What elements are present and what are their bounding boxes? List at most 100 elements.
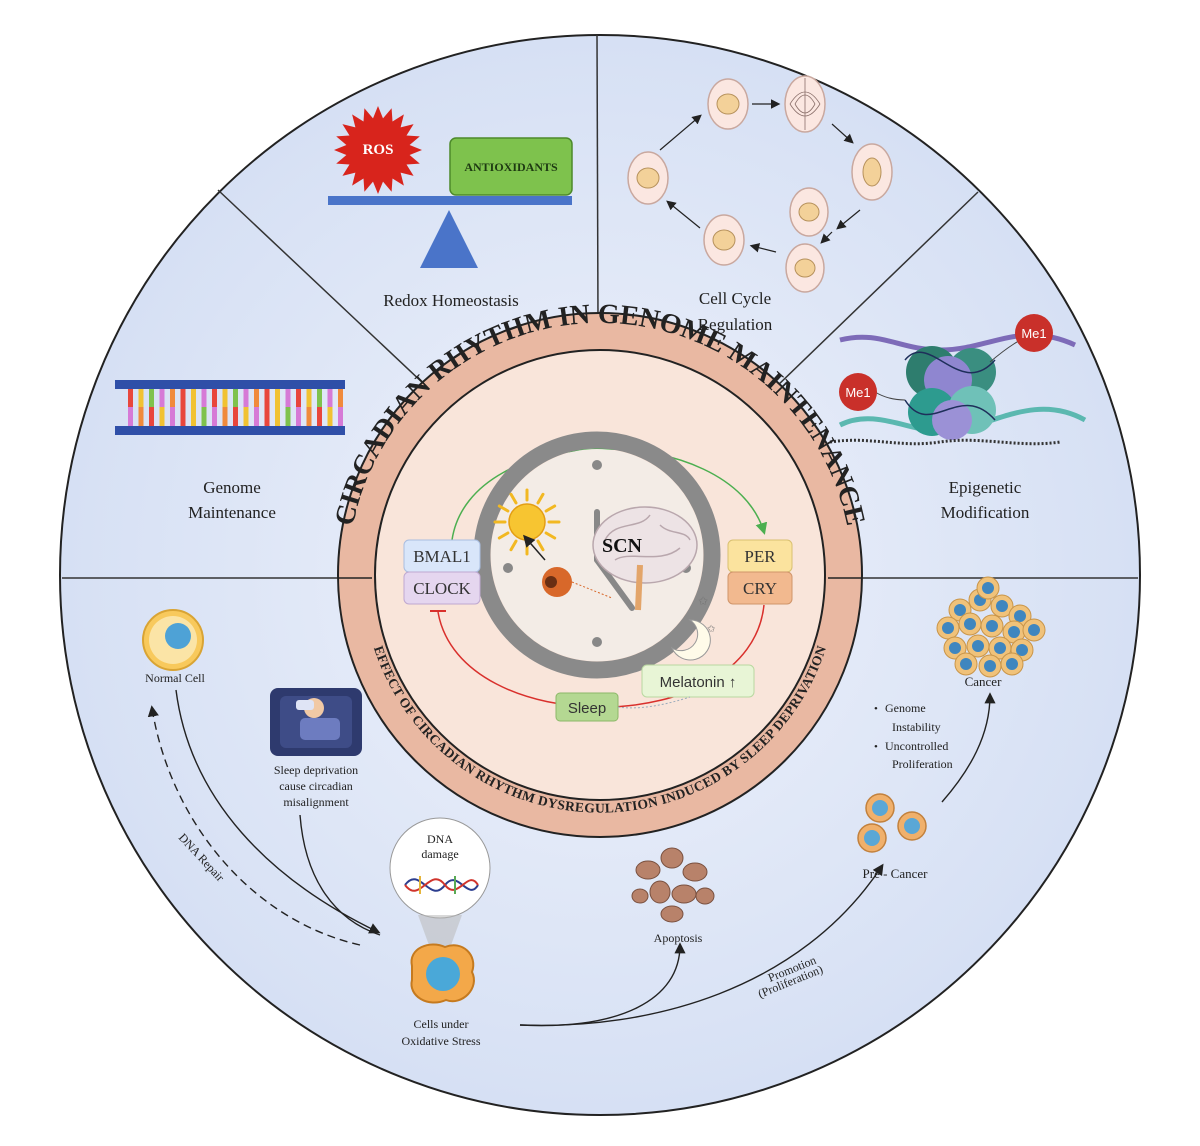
pre-cancer-icon xyxy=(857,793,927,853)
base-pair-top xyxy=(191,389,196,407)
clock-gene-label: CLOCK xyxy=(413,579,471,598)
base-pair-bottom xyxy=(233,407,238,426)
sun-ray xyxy=(544,531,557,540)
cancer-nucleus xyxy=(949,642,961,654)
cancer-nucleus xyxy=(982,582,994,594)
dna-repair-arrow xyxy=(147,705,361,946)
base-pair-top xyxy=(254,389,259,407)
base-pair-top xyxy=(233,389,238,407)
base-pair-bottom xyxy=(243,407,249,426)
brain-icon xyxy=(592,506,698,611)
base-pair-top xyxy=(222,389,228,407)
bullet-dot-1: • xyxy=(874,703,878,715)
apoptosis-icon xyxy=(631,847,715,923)
cell-cycle-arrows xyxy=(659,99,861,253)
cancer-nucleus xyxy=(994,642,1006,654)
stress-line1: Cells under xyxy=(414,1017,469,1031)
sleep-label: Sleep xyxy=(568,700,606,717)
base-pair-bottom xyxy=(149,407,154,426)
sun-ray xyxy=(509,492,518,505)
sector-dividers xyxy=(62,34,1138,579)
redox-title: Redox Homeostasis xyxy=(383,291,519,310)
base-pair-top xyxy=(264,389,270,407)
me1-marker-right xyxy=(1015,314,1053,352)
normal-cell-icon xyxy=(142,609,204,671)
me1-label-right: Me1 xyxy=(1021,326,1046,341)
star-icon-1: ✩ xyxy=(698,594,708,608)
cancer-nucleus xyxy=(972,640,984,652)
base-pair-top xyxy=(128,389,133,407)
cancer-nucleus xyxy=(964,618,976,630)
sun-ray xyxy=(536,492,545,505)
base-pair-bottom xyxy=(254,407,259,426)
base-pair-top xyxy=(243,389,249,407)
epigenetic-title-2: Modification xyxy=(941,503,1030,522)
balance-fulcrum xyxy=(420,210,478,268)
cell-nuclei xyxy=(636,93,882,278)
cancer-nucleus xyxy=(1028,624,1040,636)
me1-marker-left xyxy=(839,373,877,411)
base-pair-top xyxy=(327,389,333,407)
base-pair-bottom xyxy=(180,407,186,426)
sleep-dep-arrow xyxy=(299,814,381,936)
cell-cycle-cells xyxy=(627,75,893,293)
base-pair-bottom xyxy=(264,407,270,426)
redox-sector: ROS ANTIOXIDANTS Redox Homeostasis xyxy=(328,106,573,310)
base-pair-bottom xyxy=(128,407,133,426)
base-pair-bottom xyxy=(296,407,301,426)
ros-starburst xyxy=(334,106,422,194)
stressed-cell-icon xyxy=(410,943,475,1004)
dna-damage-line1: DNA xyxy=(427,832,453,846)
base-pair-top xyxy=(338,389,343,407)
cancer-nucleus xyxy=(984,660,996,672)
base-pair-bottom xyxy=(191,407,196,426)
base-pair-top xyxy=(149,389,154,407)
bullet-dot-2: • xyxy=(874,741,878,753)
cell-cycle-sector: Cell Cycle Regulation xyxy=(627,75,893,334)
base-pair-bottom xyxy=(222,407,228,426)
normal-cell-label: Normal Cell xyxy=(145,671,205,685)
clock-face xyxy=(473,431,721,679)
cancer-nucleus xyxy=(1016,644,1028,656)
sun-ray xyxy=(497,531,510,540)
melatonin-box xyxy=(641,664,755,698)
precancer-to-cancer-arrow xyxy=(941,692,996,803)
dna-damage-line2: damage xyxy=(421,847,458,861)
per-label: PER xyxy=(744,547,776,566)
cancer-nucleus xyxy=(954,604,966,616)
ros-label: ROS xyxy=(363,142,394,158)
cancer-nucleus xyxy=(1006,658,1018,670)
sun-disc xyxy=(508,503,546,541)
spindle xyxy=(789,78,821,130)
base-pair-bottom xyxy=(275,407,280,426)
base-pair-bottom xyxy=(285,407,291,426)
base-pair-top xyxy=(170,389,175,407)
genome-title-1: Genome xyxy=(203,478,261,497)
antioxidants-label: ANTIOXIDANTS xyxy=(464,160,558,174)
balance-beam xyxy=(328,196,572,205)
base-pair-bottom xyxy=(327,407,333,426)
cell-cycle-title-1: Cell Cycle xyxy=(699,289,771,308)
clock-gene-box xyxy=(403,571,481,605)
scn-label: SCN xyxy=(602,535,643,557)
genome-title-2: Maintenance xyxy=(188,503,276,522)
sun-ray xyxy=(544,504,557,513)
bullet1-line1: Genome xyxy=(885,701,926,715)
sleep-dep-line3: misalignment xyxy=(283,795,349,809)
base-pair-top xyxy=(201,389,207,407)
base-pair-top xyxy=(159,389,165,407)
sleep-dep-line2: cause circadian xyxy=(279,779,353,793)
sleeping-person-icon xyxy=(270,688,362,756)
epigenetic-title-1: Epigenetic xyxy=(949,478,1022,497)
bullet2-line2: Proliferation xyxy=(892,757,953,771)
histone-octamer xyxy=(906,346,996,440)
sun-ray xyxy=(497,504,510,513)
base-pair-top xyxy=(180,389,186,407)
antioxidants-box xyxy=(449,137,573,196)
cancer-nucleus xyxy=(960,658,972,670)
cell-cycle-title-2: Regulation xyxy=(698,315,773,334)
bmal1-label: BMAL1 xyxy=(413,547,471,566)
cry-box xyxy=(727,571,793,605)
